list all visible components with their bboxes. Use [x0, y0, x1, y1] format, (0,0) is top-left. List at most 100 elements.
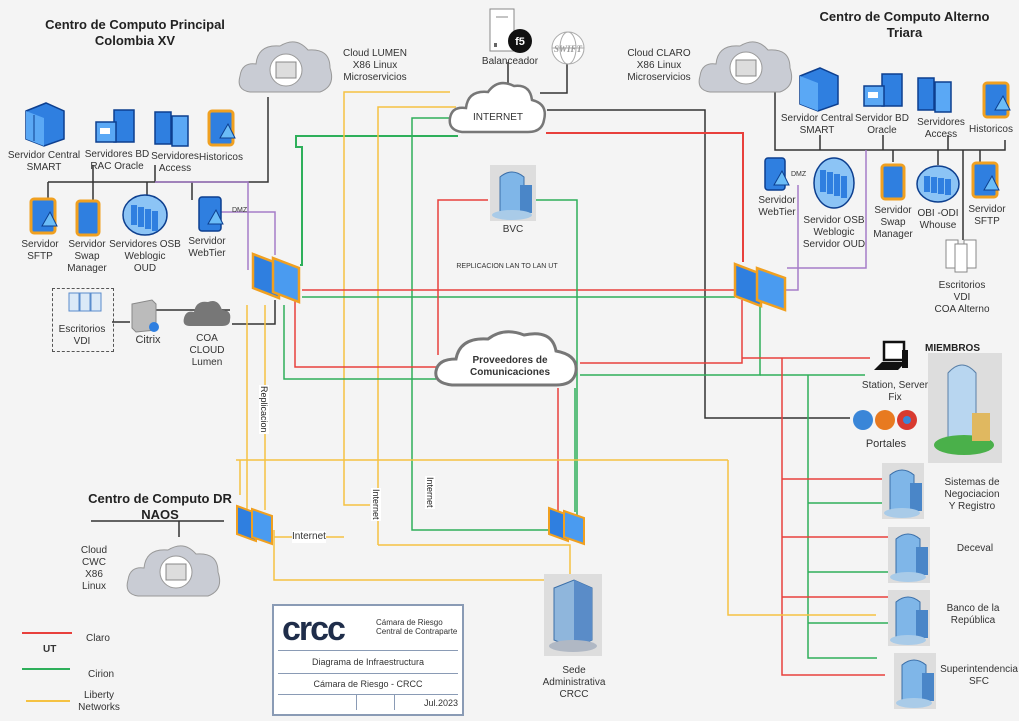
sede-building-icon [544, 574, 602, 656]
legend-claro-label: Claro [86, 633, 110, 644]
proveedores-cloud-icon [434, 330, 578, 387]
liberty-banco [727, 460, 876, 616]
bvc-label: BVC [502, 224, 524, 235]
cloud-lumen-icon [238, 41, 333, 93]
claro-alterno-proveedores [580, 300, 743, 364]
cirion-alterno-proveedores [580, 305, 761, 376]
station-computer-icon [874, 340, 908, 370]
firewall-dr-icon [236, 504, 273, 546]
claro-principal-proveedores [294, 300, 436, 368]
cirion-member-bus [807, 375, 877, 659]
internet-wire-label-dr: Internet [292, 531, 326, 543]
miembros-title: MIEMBROS [925, 343, 980, 354]
superintendencia-building-icon [894, 653, 936, 709]
cloud-cwc-icon [126, 545, 221, 597]
alterno-historicos-label: Historicos [969, 124, 1013, 135]
swift-icon: SWIFT [551, 31, 585, 65]
alterno-obi-icon [916, 165, 960, 203]
weblogic-cluster-icon [122, 194, 168, 236]
coa-cloud-icon [183, 301, 231, 326]
servers-access-icon [154, 111, 189, 147]
server-bd-icon [95, 109, 135, 143]
citrix-label: Citrix [135, 334, 161, 346]
internet-swift [540, 60, 568, 94]
replicacion-wire-label: Replicacion [259, 385, 269, 434]
swap-server-icon [75, 199, 101, 237]
legend-liberty-line [26, 700, 70, 702]
internet-cloud-icon [448, 81, 546, 134]
replicacion-lan-label: REPLICACION LAN TO LAN UT [456, 263, 558, 270]
deceval-label: Deceval [956, 543, 994, 554]
alterno-smart-icon [799, 67, 839, 112]
firewall-principal-icon [251, 252, 301, 304]
alterno-dmz-label: DMZ [791, 171, 807, 178]
citrix-server-icon [131, 299, 159, 333]
internet-black-line [547, 109, 850, 419]
claro-internet-alterno [546, 132, 744, 262]
liberty-dr-sede [273, 530, 545, 581]
internet-wire-label-2: Internet [371, 488, 381, 521]
cirion-principal-proveedores [283, 305, 436, 380]
internet-wire-label-3: Internet [425, 476, 435, 509]
alterno-vdi-servers-icon [945, 239, 977, 273]
diagram-date: Jul.2023 [278, 694, 458, 711]
entity-name: Cámara de Riesgo - CRCC [278, 673, 458, 694]
legend-claro-line [22, 632, 72, 634]
dmz-line-principal [155, 181, 249, 270]
alterno-bd-icon [863, 73, 903, 107]
balanceador-server-icon: f5 [489, 8, 532, 53]
dmz-line-principal-2 [220, 211, 276, 255]
claro-bvc [437, 199, 488, 355]
alterno-access-icon [917, 77, 952, 113]
lan-bus-principal [48, 97, 269, 183]
legend-cirion-line [22, 668, 70, 670]
internet-label: INTERNET [473, 112, 523, 123]
liberty-internet-2 [377, 106, 456, 545]
cirion-internet-3 [411, 117, 555, 531]
alterno-historicos-icon [982, 81, 1011, 119]
firewall-sede-icon [548, 506, 585, 546]
alterno-weblogic-icon [813, 157, 855, 209]
alterno-sftp-icon [971, 161, 1000, 199]
alterno-webtier-icon [764, 157, 790, 191]
liberty-sede [378, 544, 571, 575]
alterno-swap-icon [880, 163, 906, 201]
vdi-desktops-icon [68, 292, 102, 312]
server-central-smart-icon [25, 102, 65, 147]
sistemas-building-icon [882, 463, 924, 519]
liberty-internet-1 [343, 91, 450, 506]
portales-label: Portales [865, 438, 907, 450]
banco-building-icon [888, 590, 930, 646]
bvc-building-icon [490, 165, 536, 221]
dmz-line-alterno [787, 150, 867, 269]
sftp-server-icon [29, 197, 58, 235]
